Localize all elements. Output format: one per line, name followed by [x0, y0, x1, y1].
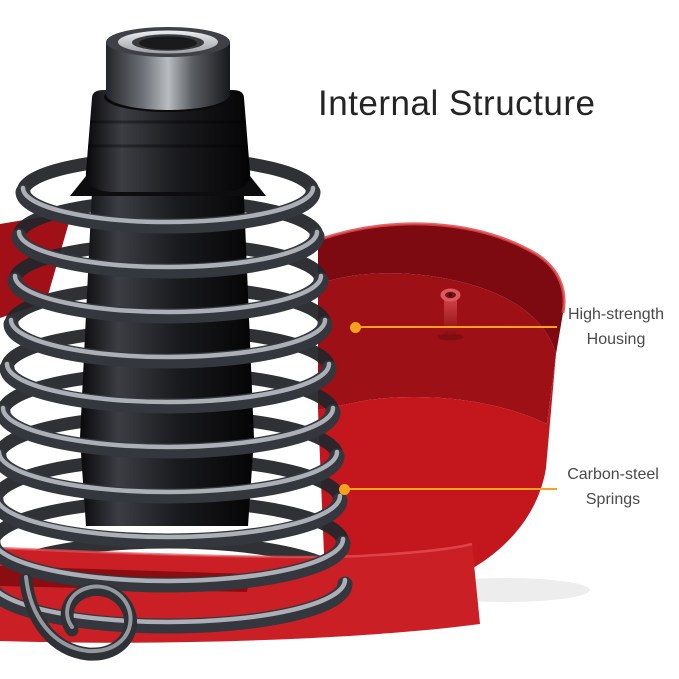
- spring-tail-loop-shape: [19, 573, 138, 661]
- callout-label-line: Housing: [586, 331, 646, 348]
- callout-label-springs: Carbon-steel Springs: [550, 462, 676, 512]
- shaft-shape: [70, 27, 266, 526]
- callout-dot-housing: [350, 322, 361, 333]
- callout-leader-line-springs: [345, 488, 557, 490]
- callout-label-line: Springs: [585, 491, 641, 508]
- callout-label-line: Carbon-steel: [567, 466, 659, 483]
- pin-shape: [437, 288, 464, 341]
- housing-shape: [0, 212, 590, 602]
- callout-label-line: High-strength: [567, 306, 665, 323]
- page-title: Internal Structure: [318, 84, 596, 123]
- spring-shape: [0, 184, 353, 634]
- callout-label-housing: High-strength Housing: [553, 302, 679, 352]
- callout-dot-springs: [339, 484, 350, 495]
- callout-leader-line-housing: [356, 326, 557, 328]
